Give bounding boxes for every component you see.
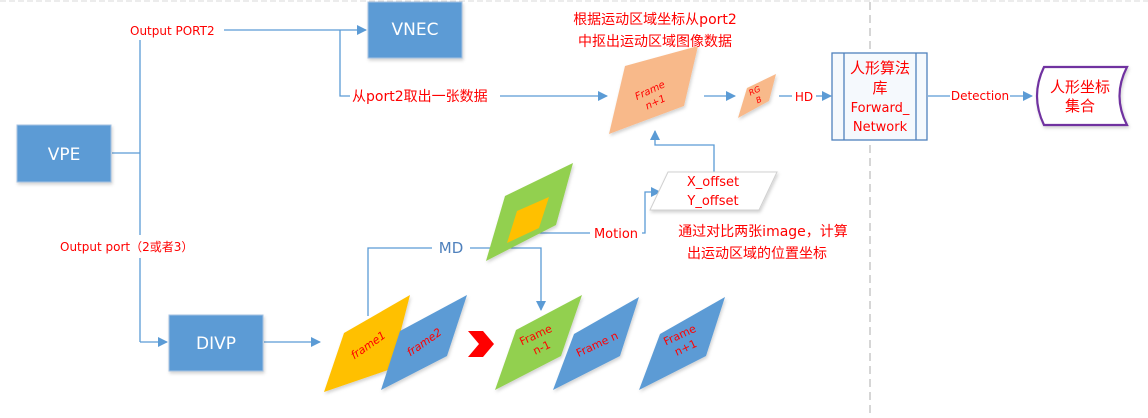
frame-top-n-plus-1[interactable] bbox=[609, 46, 698, 134]
algorithm-label-4: Network bbox=[853, 120, 908, 135]
rgb-frame[interactable] bbox=[738, 74, 776, 118]
frame-n[interactable] bbox=[553, 297, 639, 390]
arrow-offset-to-frame bbox=[650, 130, 715, 172]
result-label-2: 集合 bbox=[1065, 97, 1095, 115]
rgb-label-2: B bbox=[755, 95, 764, 105]
offset-shape[interactable] bbox=[649, 171, 778, 211]
vnec-box[interactable] bbox=[367, 1, 463, 59]
frame-n-plus-1[interactable] bbox=[639, 297, 725, 390]
algorithm-label-2: 库 bbox=[872, 79, 887, 97]
x-offset-label: X_offset bbox=[687, 175, 739, 190]
frame2[interactable] bbox=[381, 295, 467, 390]
take-from-port2-label: 从port2取出一张数据 bbox=[352, 89, 488, 105]
branch-to-take bbox=[339, 30, 350, 97]
motion-frame[interactable] bbox=[486, 163, 573, 261]
vpe-label: VPE bbox=[48, 145, 81, 165]
crop-annotation-1: 根据运动区域坐标从port2 bbox=[573, 12, 737, 28]
detection-label: Detection bbox=[951, 89, 1009, 103]
vnec-label: VNEC bbox=[392, 20, 439, 40]
crop-annotation-2: 中抠出运动区域图像数据 bbox=[578, 34, 732, 50]
frame-n-minus-1[interactable] bbox=[495, 295, 582, 390]
result-label-1: 人形坐标 bbox=[1050, 78, 1110, 96]
output-port2-label: Output PORT2 bbox=[130, 24, 215, 38]
md-bracket-right bbox=[470, 247, 546, 311]
motion-label: Motion bbox=[594, 227, 638, 242]
algorithm-label-3: Forward_ bbox=[851, 101, 910, 116]
divp-box[interactable] bbox=[168, 314, 264, 372]
algorithm-box[interactable] bbox=[831, 52, 928, 141]
divp-label: DIVP bbox=[196, 334, 236, 354]
algorithm-label-1: 人形算法 bbox=[850, 59, 910, 77]
md-label: MD bbox=[439, 239, 464, 257]
result-shape[interactable] bbox=[1035, 65, 1129, 127]
y-offset-label: Y_offset bbox=[686, 194, 738, 209]
md-bracket-left bbox=[367, 247, 432, 316]
vpe-box[interactable] bbox=[16, 124, 112, 183]
red-chevron-icon bbox=[468, 331, 494, 357]
arrow-motion-to-offset bbox=[642, 187, 661, 234]
output-port-2-or-3-label: Output port（2或者3） bbox=[60, 240, 193, 254]
compare-annotation-1: 通过对比两张image，计算 bbox=[678, 224, 848, 240]
hd-label: HD bbox=[795, 90, 813, 104]
compare-annotation-2: 出运动区域的位置坐标 bbox=[687, 246, 827, 262]
